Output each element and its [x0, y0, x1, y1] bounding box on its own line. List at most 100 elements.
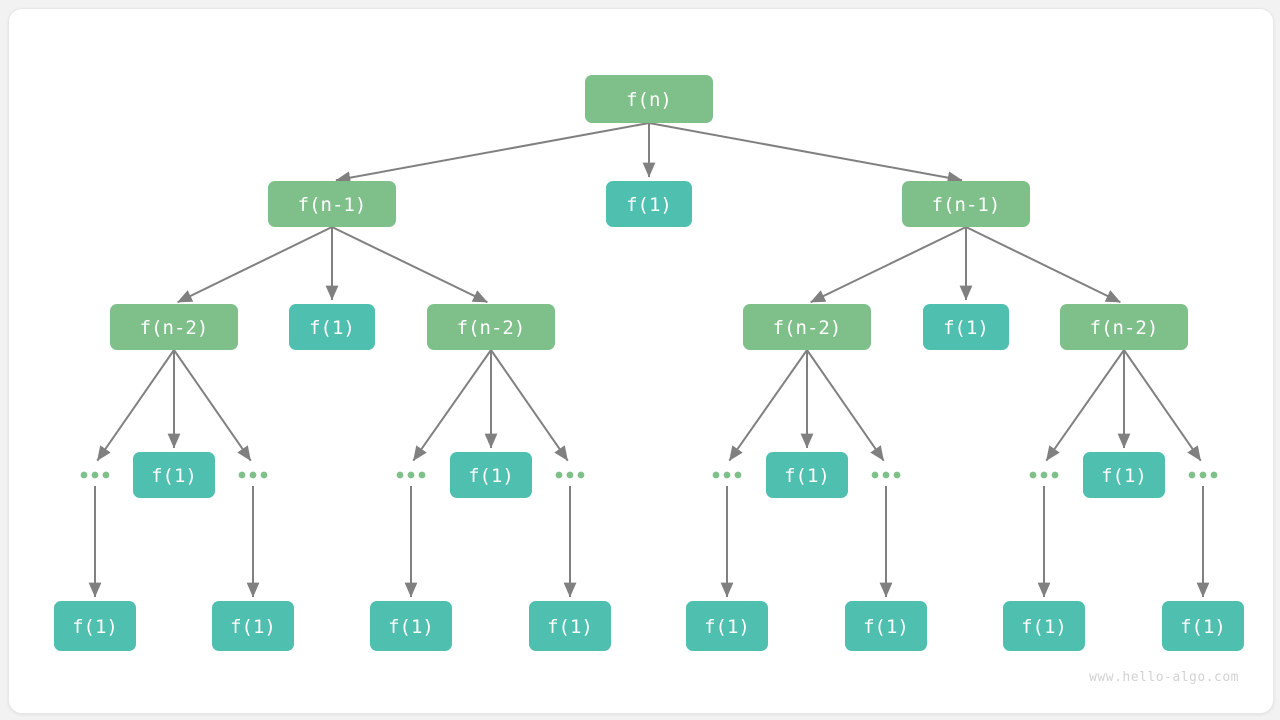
tree-node-f1[interactable]: f(1) — [529, 601, 611, 651]
node-box[interactable] — [902, 181, 1030, 227]
ellipsis-dot — [80, 471, 88, 479]
ellipsis-dot — [1210, 471, 1218, 479]
node-box[interactable] — [1162, 601, 1244, 651]
node-label: f(1) — [784, 465, 830, 487]
ellipsis-dot — [712, 471, 720, 479]
ellipsis-dot — [882, 471, 890, 479]
tree-node-fn-1[interactable]: f(n-1) — [268, 181, 396, 227]
node-label: f(1) — [230, 616, 276, 638]
node-box[interactable] — [370, 601, 452, 651]
tree-node-fn-2[interactable]: f(n-2) — [427, 304, 555, 350]
tree-edge — [335, 122, 650, 184]
node-box[interactable] — [1083, 452, 1165, 498]
ellipsis-layer: ........................ — [80, 471, 1218, 479]
tree-node-fn-2[interactable]: f(n-2) — [1060, 304, 1188, 350]
tree-node-fn-1[interactable]: f(n-1) — [902, 181, 1030, 227]
ellipsis-dot — [734, 471, 742, 479]
node-label: f(n-2) — [140, 317, 209, 339]
ellipsis-dot — [893, 471, 901, 479]
tree-node-f1[interactable]: f(1) — [370, 601, 452, 651]
tree-node-f1[interactable]: f(1) — [212, 601, 294, 651]
tree-node-fn[interactable]: f(n) — [585, 75, 713, 123]
node-box[interactable] — [743, 304, 871, 350]
tree-edge — [96, 349, 175, 462]
diagram-card: ........................ f(n)f(n-1)f(1)f… — [8, 8, 1274, 714]
ellipsis-dot — [418, 471, 426, 479]
ellipsis-node: ... — [238, 471, 268, 479]
ellipsis-dot — [555, 471, 563, 479]
node-box[interactable] — [212, 601, 294, 651]
node-box[interactable] — [450, 452, 532, 498]
node-label: f(1) — [943, 317, 989, 339]
tree-node-f1[interactable]: f(1) — [289, 304, 375, 350]
ellipsis-dot — [1051, 471, 1059, 479]
node-box[interactable] — [529, 601, 611, 651]
node-layer: f(n) f(n-1) f(1) f(n-1) f(n-2) f(1) f(n-2) f(n-… — [54, 75, 1244, 651]
tree-edge — [1045, 349, 1125, 462]
tree-node-f1[interactable]: f(1) — [686, 601, 768, 651]
node-box[interactable] — [1060, 304, 1188, 350]
tree-node-f1[interactable]: f(1) — [1003, 601, 1085, 651]
tree-edge — [173, 349, 252, 462]
tree-node-f1[interactable]: f(1) — [923, 304, 1009, 350]
node-box[interactable] — [845, 601, 927, 651]
node-label: f(1) — [547, 616, 593, 638]
tree-node-fn-2[interactable]: f(n-2) — [743, 304, 871, 350]
ellipsis-dot — [1029, 471, 1037, 479]
node-box[interactable] — [268, 181, 396, 227]
ellipsis-node: ... — [396, 471, 426, 479]
ellipsis-dot — [91, 471, 99, 479]
tree-node-fn-2[interactable]: f(n-2) — [110, 304, 238, 350]
node-box[interactable] — [54, 601, 136, 651]
ellipsis-node: ... — [871, 471, 901, 479]
node-box[interactable] — [923, 304, 1009, 350]
node-box[interactable] — [766, 452, 848, 498]
tree-edge — [810, 226, 967, 304]
node-box[interactable] — [686, 601, 768, 651]
tree-node-f1[interactable]: f(1) — [1083, 452, 1165, 498]
node-label: f(1) — [1021, 616, 1067, 638]
node-box[interactable] — [289, 304, 375, 350]
recursion-tree-canvas: ........................ f(n)f(n-1)f(1)f… — [54, 75, 1244, 651]
ellipsis-node: ... — [555, 471, 585, 479]
tree-edge — [965, 226, 1121, 304]
ellipsis-dot — [1188, 471, 1196, 479]
tree-edge — [412, 349, 492, 462]
ellipsis-dot — [260, 471, 268, 479]
node-label: f(n-2) — [773, 317, 842, 339]
ellipsis-node: ... — [1029, 471, 1059, 479]
tree-node-f1[interactable]: f(1) — [1162, 601, 1244, 651]
tree-node-f1[interactable]: f(1) — [845, 601, 927, 651]
tree-node-f1[interactable]: f(1) — [606, 181, 692, 227]
node-box[interactable] — [585, 75, 713, 123]
ellipsis-dot — [566, 471, 574, 479]
node-label: f(1) — [704, 616, 750, 638]
ellipsis-dot — [871, 471, 879, 479]
node-box[interactable] — [133, 452, 215, 498]
tree-edge — [177, 226, 333, 304]
node-box[interactable] — [110, 304, 238, 350]
tree-edge — [331, 226, 488, 304]
node-label: f(1) — [468, 465, 514, 487]
tree-edge — [1123, 349, 1202, 462]
node-label: f(n-2) — [457, 317, 526, 339]
ellipsis-node: ... — [1188, 471, 1218, 479]
tree-node-f1[interactable]: f(1) — [766, 452, 848, 498]
node-box[interactable] — [1003, 601, 1085, 651]
tree-node-f1[interactable]: f(1) — [450, 452, 532, 498]
node-label: f(1) — [863, 616, 909, 638]
tree-edge — [648, 122, 963, 184]
node-label: f(1) — [1101, 465, 1147, 487]
node-label: f(n-1) — [298, 194, 367, 216]
tree-node-f1[interactable]: f(1) — [133, 452, 215, 498]
ellipsis-node: ... — [80, 471, 110, 479]
node-box[interactable] — [427, 304, 555, 350]
node-box[interactable] — [606, 181, 692, 227]
ellipsis-dot — [1040, 471, 1048, 479]
tree-node-f1[interactable]: f(1) — [54, 601, 136, 651]
ellipsis-dot — [102, 471, 110, 479]
ellipsis-dot — [396, 471, 404, 479]
node-label: f(1) — [72, 616, 118, 638]
tree-edge — [490, 349, 569, 462]
